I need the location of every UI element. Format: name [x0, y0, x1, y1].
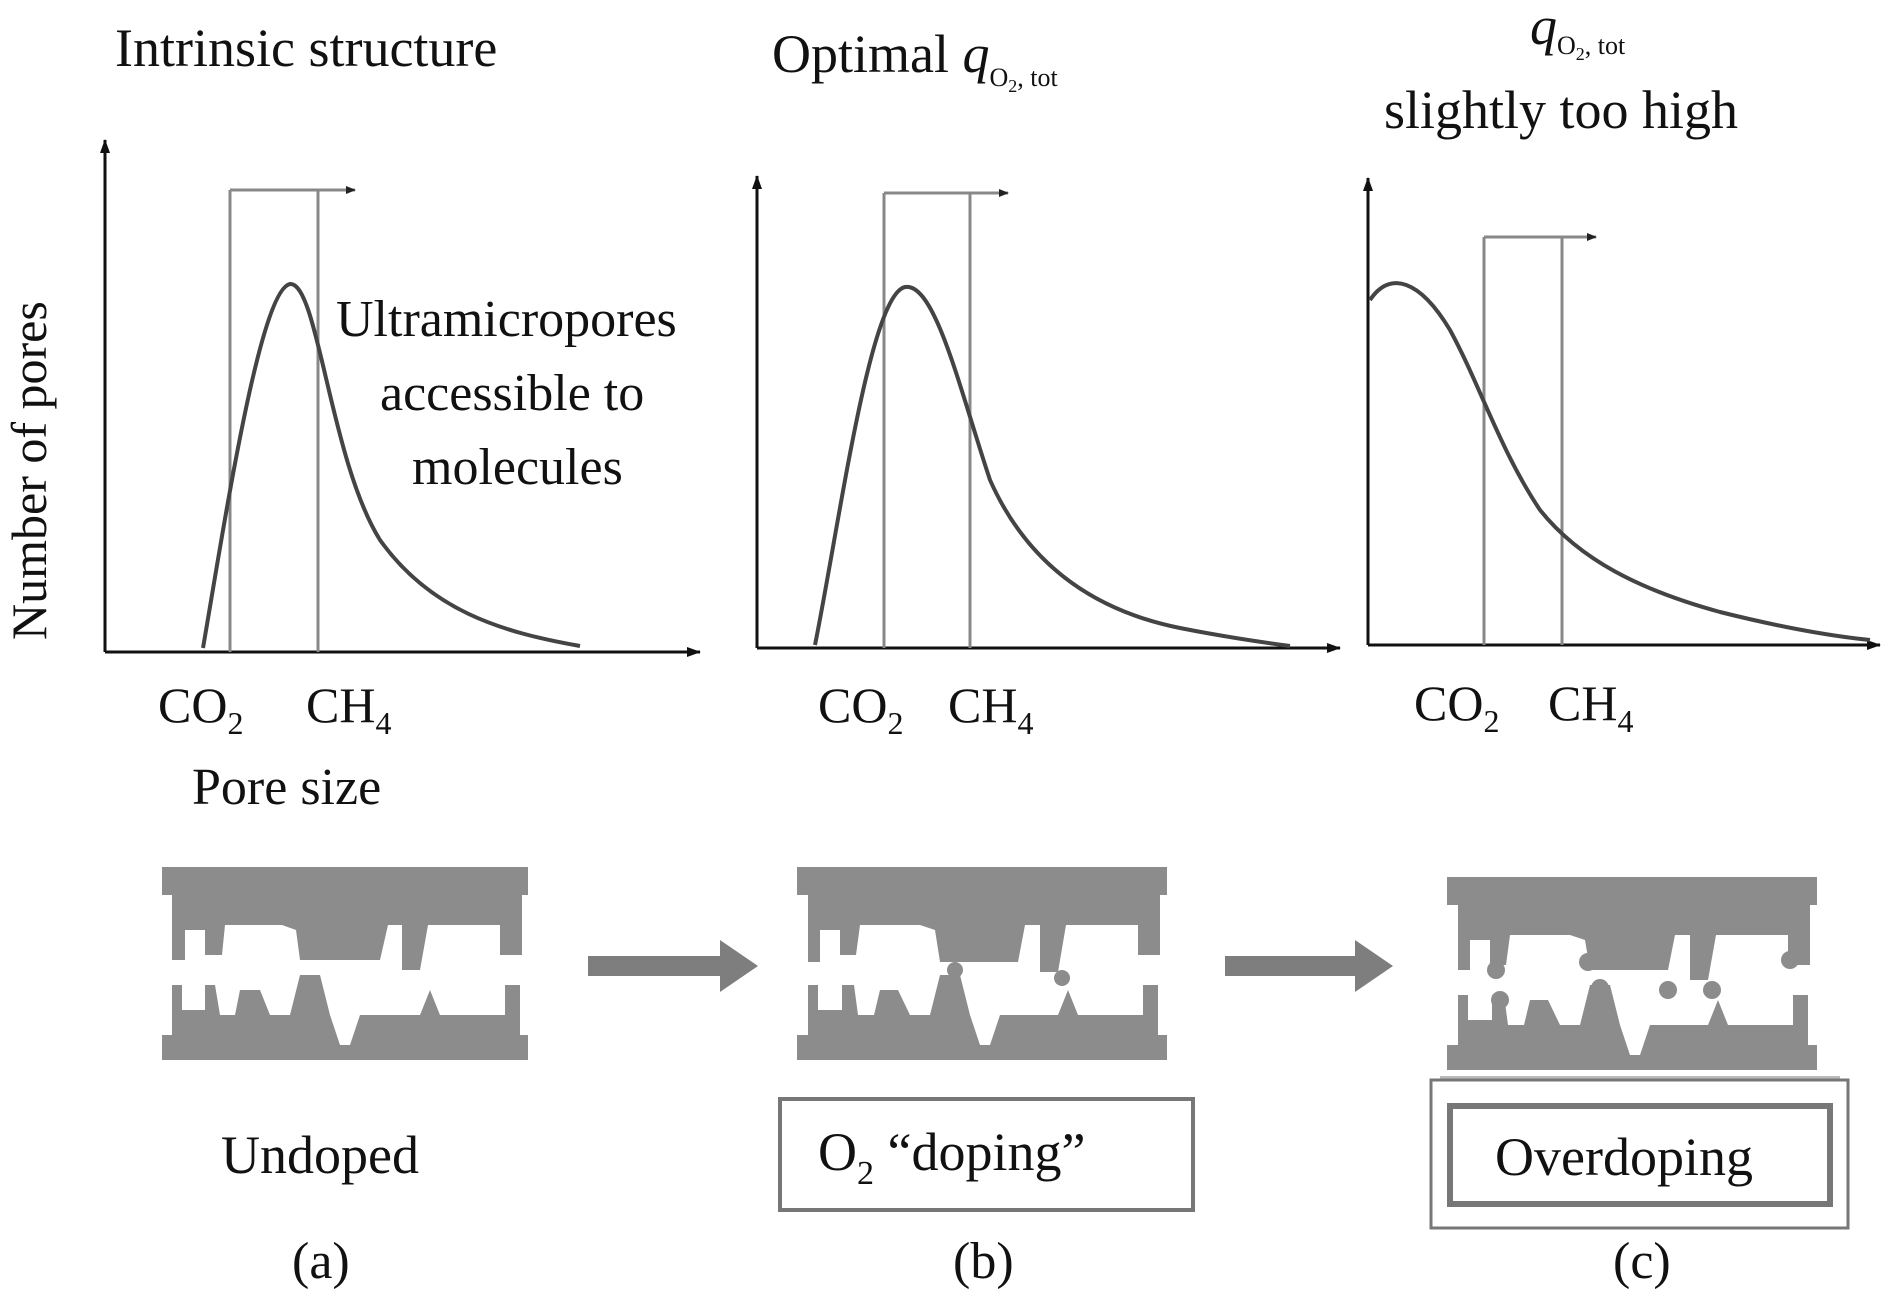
- oxygen-dot: [1579, 953, 1597, 971]
- chart-a-xlabel: Pore size: [192, 759, 381, 816]
- chart-c: qO2, tot slightly too high CO2 CH4: [1363, 0, 1881, 739]
- schematic-a-top-slab: [162, 867, 528, 970]
- chart-b-tick-ch4: CH4: [948, 677, 1033, 741]
- state-label-overdoping: Overdoping: [1495, 1127, 1753, 1187]
- oxygen-dot: [1487, 961, 1505, 979]
- process-arrow-a-to-b: [588, 940, 758, 992]
- chart-a-tick-ch4: CH4: [306, 677, 391, 741]
- caption-c: (c): [1613, 1233, 1671, 1289]
- schematic-c-bottom-slab: [1447, 985, 1817, 1070]
- chart-a-annotation-line1: Ultramicropores: [336, 291, 677, 348]
- chart-b-curve: [813, 284, 1291, 648]
- state-box-overdoping-outer: [1429, 1078, 1850, 1230]
- chart-c-tick-co2: CO2: [1414, 675, 1499, 739]
- schematic-undoped: [162, 867, 528, 1060]
- schematic-b-bottom-slab: [797, 975, 1167, 1060]
- chart-a-curve: [201, 281, 581, 649]
- chart-b-tick-co2: CO2: [818, 677, 903, 741]
- oxygen-dot: [1659, 981, 1677, 999]
- schematic-doped: [797, 867, 1167, 1060]
- schematic-a-bottom-slab: [162, 975, 528, 1060]
- chart-a-ylabel: Number of pores: [1, 301, 57, 640]
- oxygen-dot: [947, 962, 963, 978]
- schematic-b-top-slab: [797, 867, 1167, 972]
- oxygen-dot: [1591, 979, 1609, 997]
- oxygen-dot: [1491, 991, 1509, 1009]
- oxygen-dot: [1054, 970, 1070, 986]
- chart-b: Optimal qO2, tot CO2 CH4: [752, 24, 1341, 741]
- chart-a-annotation-line3: molecules: [412, 439, 623, 496]
- chart-a-annotation-line2: accessible to: [380, 365, 644, 422]
- caption-a: (a): [292, 1233, 350, 1289]
- state-box-overdoping-inner: [1447, 1103, 1833, 1207]
- state-label-doping: O2 “doping”: [818, 1122, 1085, 1192]
- chart-a: Intrinsic structure Number of pores Ultr…: [1, 18, 701, 816]
- state-box-doping: [778, 1097, 1195, 1212]
- process-arrow-b-to-c: [1225, 940, 1393, 992]
- chart-a-tick-co2: CO2: [158, 677, 243, 741]
- chart-b-title: Optimal qO2, tot: [772, 24, 1058, 96]
- caption-b: (b): [953, 1233, 1014, 1289]
- chart-c-title-line1: qO2, tot: [1530, 0, 1626, 64]
- state-label-undoped: Undoped: [221, 1125, 419, 1185]
- schematic-c-top-slab: [1447, 877, 1817, 980]
- chart-a-title: Intrinsic structure: [115, 18, 497, 78]
- oxygen-dot: [1781, 951, 1799, 969]
- chart-c-tick-ch4: CH4: [1548, 675, 1633, 739]
- schematic-overdoped: [1447, 877, 1817, 1070]
- oxygen-dot: [1703, 981, 1721, 999]
- chart-c-title-line2: slightly too high: [1384, 80, 1738, 140]
- chart-c-curve: [1368, 281, 1871, 642]
